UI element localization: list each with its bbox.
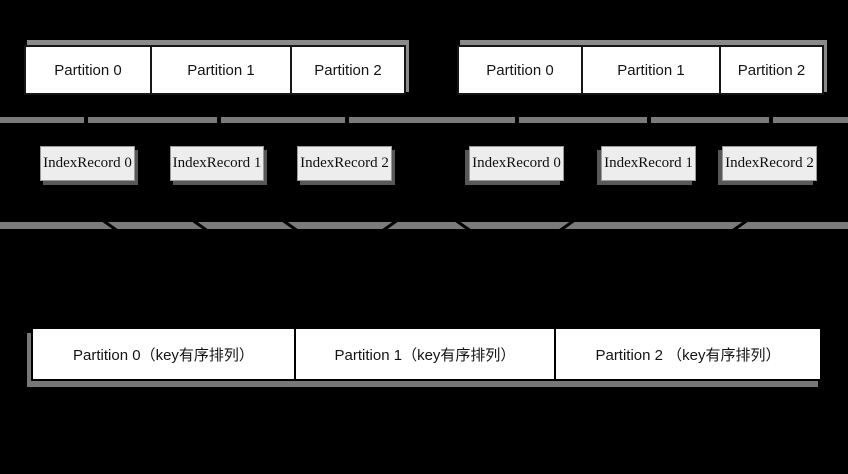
partition-cell: Partition 1 [581, 47, 719, 93]
index-record-box: IndexRecord 0 [469, 146, 564, 181]
arrow-tick [515, 110, 519, 129]
topic-left-partition-row: Partition 0 Partition 1 Partition 2 [24, 45, 406, 95]
sorted-partition-cell: Partition 0（key有序排列） [33, 329, 294, 379]
partition-cell: Partition 1 [150, 47, 290, 93]
topic-right-partition-row: Partition 0 Partition 1 Partition 2 [457, 45, 824, 95]
arrow-tick [84, 110, 88, 129]
divider-line-1 [0, 117, 848, 123]
index-record-box: IndexRecord 1 [170, 146, 264, 181]
divider-line-2 [0, 222, 848, 229]
arrow-tick [647, 110, 651, 129]
sorted-partition-row: Partition 0（key有序排列） Partition 1（key有序排列… [31, 327, 822, 381]
partition-cell: Partition 2 [719, 47, 822, 93]
index-record-box: IndexRecord 2 [297, 146, 392, 181]
partition-cell: Partition 2 [290, 47, 404, 93]
sorted-partition-cell: Partition 2 （key有序排列） [554, 329, 820, 379]
partition-cell: Partition 0 [459, 47, 581, 93]
arrow-tick [217, 110, 221, 129]
arrow-tick [769, 110, 773, 129]
partition-cell: Partition 0 [26, 47, 150, 93]
sorted-partition-cell: Partition 1（key有序排列） [294, 329, 554, 379]
index-record-box: IndexRecord 0 [40, 146, 135, 181]
index-record-box: IndexRecord 2 [722, 146, 817, 181]
index-record-box: IndexRecord 1 [601, 146, 696, 181]
arrow-tick [345, 110, 349, 129]
